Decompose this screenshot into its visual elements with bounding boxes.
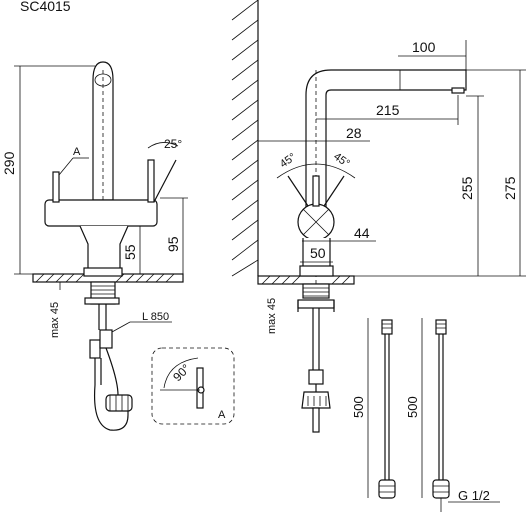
lever-right xyxy=(147,159,155,203)
countertop-right xyxy=(257,275,355,285)
angle-arc-25 xyxy=(147,142,179,149)
wall-section xyxy=(231,0,259,277)
stud-thread xyxy=(91,285,115,299)
model-title: SC4015 xyxy=(20,0,71,14)
hose-fitting-b xyxy=(99,329,113,349)
dim-500-b: 500 xyxy=(405,396,420,418)
dim-28: 28 xyxy=(346,125,362,141)
wall-hatch xyxy=(231,0,259,277)
mounting-nut-left xyxy=(84,297,120,305)
lever-left xyxy=(52,171,60,203)
hose1-top-fitting xyxy=(381,319,393,335)
section-a-leader-diag xyxy=(58,157,74,176)
hose1-top-thread xyxy=(382,323,392,329)
fitting-side xyxy=(308,369,324,385)
hose2-nut-lines xyxy=(433,485,449,493)
stud-side xyxy=(302,283,330,299)
lever-tilt-right xyxy=(323,175,345,207)
detail-a-label: A xyxy=(218,409,226,421)
countertop-hatch-right xyxy=(261,275,351,285)
hose1-nut-lines xyxy=(379,485,395,493)
hose-weight xyxy=(105,394,133,412)
dim-255: 255 xyxy=(459,176,475,200)
spray-outlet xyxy=(451,87,465,94)
dim-215: 215 xyxy=(376,102,400,118)
hose1-nut xyxy=(378,479,396,499)
nut-right-sides xyxy=(297,300,335,312)
hose2-top-thread xyxy=(436,323,446,329)
dim-95: 95 xyxy=(165,236,181,252)
dim-275: 275 xyxy=(502,176,518,200)
angle-arc-45 xyxy=(276,163,356,179)
weight-side xyxy=(301,391,331,409)
mixer-body xyxy=(44,199,158,227)
lever-side xyxy=(312,175,320,207)
hose-length: L 850 xyxy=(142,311,169,323)
dim-55: 55 xyxy=(122,244,138,260)
spout-front xyxy=(92,61,114,201)
detail-a-box xyxy=(151,347,235,425)
countertop-hatch-left xyxy=(35,273,175,283)
hose2-nut xyxy=(432,479,450,499)
dim-100: 100 xyxy=(412,39,436,55)
dim-max45-right: max 45 xyxy=(266,298,278,334)
lever-tilt-left xyxy=(287,175,309,207)
dim-max45-left: max 45 xyxy=(49,302,61,338)
section-a-label: A xyxy=(73,146,81,158)
spout-side xyxy=(305,69,467,211)
dim-44: 44 xyxy=(354,225,370,241)
mounting-nut-right xyxy=(297,299,335,309)
pull-out-hose xyxy=(93,358,129,431)
dim-290: 290 xyxy=(1,151,17,175)
base-flange-side xyxy=(299,265,334,277)
side-view: 45° 45° 100 215 28 44 50 255 275 max 45 xyxy=(257,39,526,433)
front-view: 25° A 290 95 55 max 45 xyxy=(1,61,235,431)
hose-line-3 xyxy=(105,347,119,396)
lever-right-tilted xyxy=(153,159,177,203)
dim-50: 50 xyxy=(310,245,326,261)
hose-fitting-a xyxy=(89,339,101,359)
stud-side-thread xyxy=(303,287,329,297)
weight-side-lines xyxy=(307,396,327,406)
hose-tail-end xyxy=(312,407,320,433)
dim-500-a: 500 xyxy=(351,396,366,418)
hose-weight-lines xyxy=(109,395,129,411)
rotation-90: 90° xyxy=(170,361,193,384)
body-cross-2 xyxy=(302,208,330,236)
thread-size: G 1/2 xyxy=(458,488,490,503)
hose-length-leader xyxy=(111,321,131,333)
mixer-base-front xyxy=(79,225,129,271)
base-flange-front xyxy=(83,267,123,277)
detail-arc-90 xyxy=(163,357,199,389)
hose2-top-fitting xyxy=(435,319,447,335)
supply-hoses: 500 500 G 1/2 xyxy=(351,318,500,512)
angle-25-label: 25° xyxy=(164,137,182,151)
